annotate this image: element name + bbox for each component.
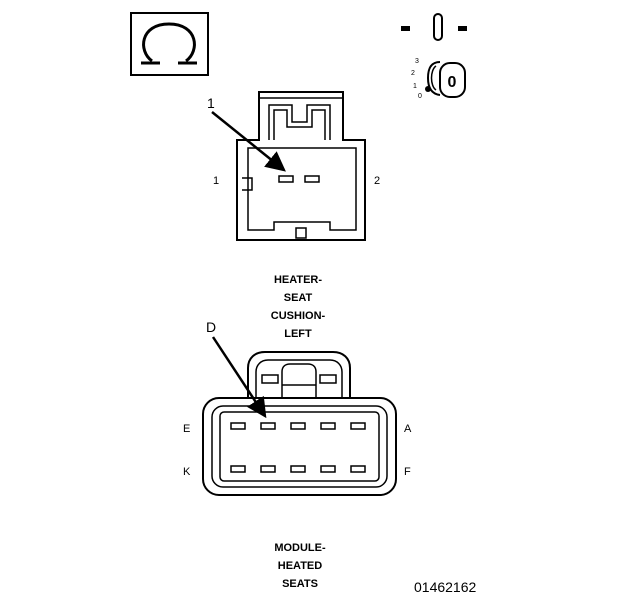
module-pin-f [350,465,366,473]
module-pin-g [320,465,336,473]
module-pin-j [260,465,276,473]
module-row2-left-label: K [183,466,191,478]
module-connector-name-line-2: HEATED [278,560,322,572]
ignition-key-off-icon: 3 2 1 0 0 [401,13,467,100]
heater-seat-connector: 1 2 1 [207,91,380,241]
heater-connector-name-line-4: LEFT [284,328,312,340]
heater-pin-1 [278,175,294,183]
key-position-1: 1 [413,83,417,90]
module-pin-h [290,465,306,473]
callout-d: D [206,319,216,335]
heater-pin-2 [304,175,320,183]
callout-1: 1 [207,95,215,111]
module-connector-name-line-3: SEATS [282,578,318,590]
module-row2-right-label: F [404,466,411,478]
key-position-3: 3 [415,58,419,65]
heater-connector-name-line-1: HEATER- [274,274,322,286]
module-row1-right-label: A [404,423,412,435]
callout-1-arrow [211,111,286,172]
ohm-symbol-icon [130,12,209,76]
figure-number: 01462162 [414,579,477,595]
module-connector-name-line-1: MODULE- [274,542,326,554]
module-pin-d [260,422,276,430]
module-pin-c [290,422,306,430]
module-pin-a [350,422,366,430]
key-position-0: 0 [418,93,422,100]
key-label: 0 [448,74,457,91]
callout-d-arrow [211,336,267,419]
module-row1-left-label: E [183,423,190,435]
module-pin-k [230,465,246,473]
module-heated-seats-connector: E A K F D [183,319,412,496]
key-position-2: 2 [411,70,415,77]
heater-pin-2-label: 2 [374,175,380,187]
module-pin-e [230,422,246,430]
heater-connector-name-line-2: SEAT [284,292,313,304]
heater-connector-name-line-3: CUSHION- [271,310,326,322]
heater-pin-1-label: 1 [213,175,219,187]
module-pin-b [320,422,336,430]
